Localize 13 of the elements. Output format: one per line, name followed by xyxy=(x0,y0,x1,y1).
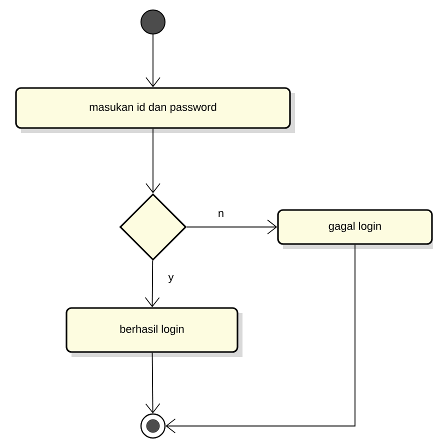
edge-label: n xyxy=(218,211,224,217)
arrow xyxy=(144,260,160,308)
arrow xyxy=(146,128,160,194)
start-node xyxy=(140,10,166,34)
arrow xyxy=(146,34,160,88)
arrow xyxy=(166,244,356,434)
action-box: berhasil login xyxy=(66,307,242,357)
end-node xyxy=(140,413,166,439)
edge-label: y xyxy=(168,274,174,284)
action-box: masukan id dan password xyxy=(15,87,295,133)
action-box: gagal login xyxy=(277,209,433,249)
arrow xyxy=(145,352,160,414)
arrow xyxy=(186,220,278,234)
